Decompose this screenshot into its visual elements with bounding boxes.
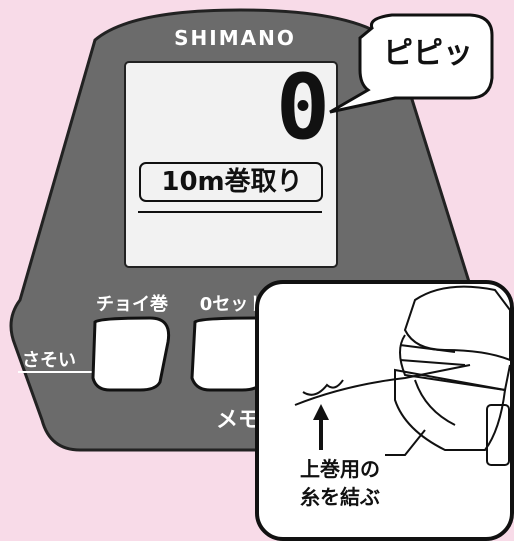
chai-button-label: チョイ巻 (96, 294, 168, 315)
fishing-line (294, 364, 471, 406)
inset-caption: 上巻用の 糸を結ぶ (285, 455, 395, 511)
sasoi-label: さそい (22, 350, 76, 371)
lcd-screen (124, 61, 338, 268)
mode-label-frame (139, 162, 323, 202)
arrow-up-icon (313, 404, 329, 420)
counter-display: 0 (275, 55, 330, 160)
inset-illustration (255, 280, 514, 541)
reel-drawing (385, 285, 511, 466)
mode-label: 10m巻取り (161, 167, 303, 197)
speech-bubble-text: ピピッ (383, 36, 473, 71)
zero-set-button-label: 0セット (199, 294, 267, 315)
inset-frame (255, 280, 514, 541)
speech-bubble (329, 13, 494, 114)
inset-caption-line2: 糸を結ぶ (300, 485, 380, 509)
knot (302, 379, 344, 396)
memo-label: メモ (215, 408, 260, 433)
chai-button-shape[interactable] (91, 316, 171, 392)
brand-logo: SHIMANO (174, 26, 296, 50)
inset-caption-line1: 上巻用の (300, 457, 380, 481)
